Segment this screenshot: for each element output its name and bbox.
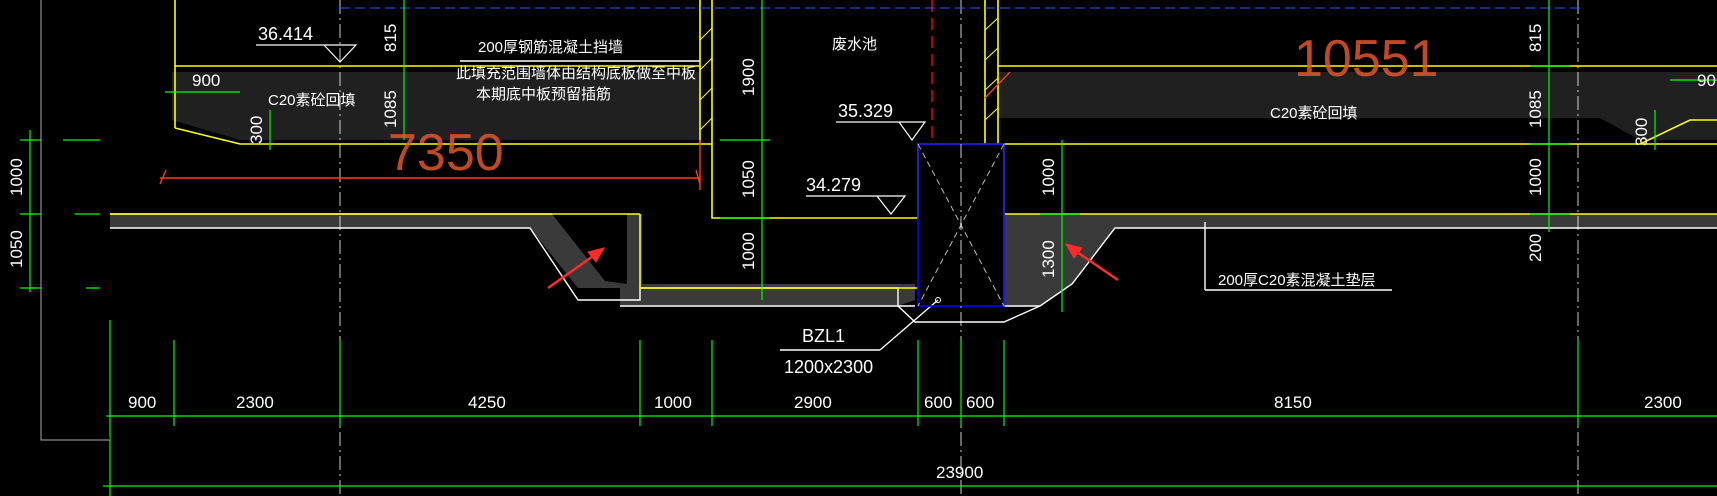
hatch-5 [984, 17, 999, 31]
note-wall: 200厚钢筋混凝土挡墙 [478, 39, 623, 56]
dim-bottom-4: 2900 [794, 393, 832, 412]
big-label-left: 7350 [388, 124, 504, 182]
cushion-pit-band [627, 214, 642, 288]
dim-top-900: 900 [192, 71, 220, 90]
green-dimension-lines [20, 0, 1717, 496]
leader-bzl [879, 299, 939, 351]
dim-v-1085-right: 1085 [1526, 90, 1545, 128]
big-label-right: 10551 [1294, 30, 1439, 88]
arrow-right-shaft [1073, 248, 1119, 282]
dim-bottom-1: 2300 [236, 393, 274, 412]
cushion-right-band [1004, 214, 1717, 306]
wall-hatch [699, 17, 999, 131]
hatch-7 [984, 77, 999, 91]
dim-bottom-6: 600 [966, 393, 994, 412]
dim-bottom-2: 4250 [468, 393, 506, 412]
hatch-1 [699, 27, 713, 41]
dim-v-1000-pit: 1000 [1039, 158, 1058, 196]
dim-v-1085-left: 1085 [381, 90, 400, 128]
label-cushion: 200厚C20素混凝土垫层 [1218, 272, 1376, 289]
elev-marker-left [256, 44, 358, 63]
arrow-left-head [587, 247, 606, 263]
elevation-left: 36.414 [258, 24, 313, 44]
cushion-pit-bottom [620, 284, 915, 306]
elevation-low: 34.279 [806, 175, 861, 195]
dim-v-815-right: 815 [1526, 24, 1545, 52]
left-border [40, 0, 110, 441]
note-fill-2: 本期底中板预留插筋 [476, 85, 611, 103]
pit-bottom-outline [620, 305, 1041, 323]
pit-left-step [639, 214, 918, 289]
label-beam-size: 1200x2300 [784, 357, 873, 377]
arrow-left-shaft [547, 252, 597, 290]
dim-bottom-3: 1000 [654, 393, 692, 412]
dim-v-1900: 1900 [739, 58, 758, 96]
dim-v-1000-right: 1000 [1526, 158, 1545, 196]
dim-v-300-right: 300 [1632, 118, 1651, 146]
dim-v-left-1050: 1050 [7, 230, 26, 268]
hatch-3 [699, 87, 713, 101]
cushion-left-band [110, 214, 627, 288]
dim-v-left-1000: 1000 [7, 158, 26, 196]
dim-v-1050-mid: 1050 [739, 160, 758, 198]
dim-v-1000-mid: 1000 [739, 232, 758, 270]
note-fill-1: 此填充范围墙体由结构底板做至中板 [456, 64, 696, 82]
red-arrows [547, 243, 1119, 290]
hatch-4 [699, 117, 713, 131]
dim-v-1300-pit: 1300 [1039, 240, 1058, 278]
cushion-left-outline [110, 227, 915, 307]
label-beam-code: BZL1 [802, 326, 845, 346]
dim-top-90: 90 [1697, 71, 1716, 90]
right-fill-line [1639, 119, 1717, 145]
red-tick-left [159, 169, 167, 185]
structure-lines [110, 0, 1717, 289]
elevation-markers [256, 44, 927, 215]
concrete-cushion-layer [110, 72, 1717, 306]
fill-left-hatch [172, 72, 700, 140]
label-pool: 废水池 [832, 36, 877, 53]
dim-bottom-0: 900 [128, 393, 156, 412]
dim-v-300-left: 300 [247, 116, 266, 144]
arrow-right-head [1064, 243, 1083, 259]
label-fill-left: C20素砼回填 [268, 92, 356, 109]
elev-marker-mid [836, 121, 927, 142]
dim-total: 23900 [936, 463, 983, 482]
red-tick-wall [984, 71, 1011, 99]
red-dimension-7350 [159, 71, 1011, 190]
elev-marker-low [806, 195, 907, 215]
hatch-6 [984, 47, 999, 61]
dim-v-815-left: 815 [381, 24, 400, 52]
dim-v-200-right: 200 [1526, 234, 1545, 262]
left-fill-line [174, 127, 241, 145]
dim-bottom-8: 2300 [1644, 393, 1682, 412]
dim-bottom-5: 600 [924, 393, 952, 412]
fill-right-hatch [998, 72, 1717, 140]
left-border-line [40, 0, 110, 441]
hatch-2 [699, 57, 713, 71]
beam-marker-dot [935, 297, 941, 303]
dim-bottom-7: 8150 [1274, 393, 1312, 412]
hatch-8 [984, 107, 999, 121]
label-fill-right: C20素砼回填 [1270, 105, 1358, 122]
elevation-mid: 35.329 [838, 101, 893, 121]
